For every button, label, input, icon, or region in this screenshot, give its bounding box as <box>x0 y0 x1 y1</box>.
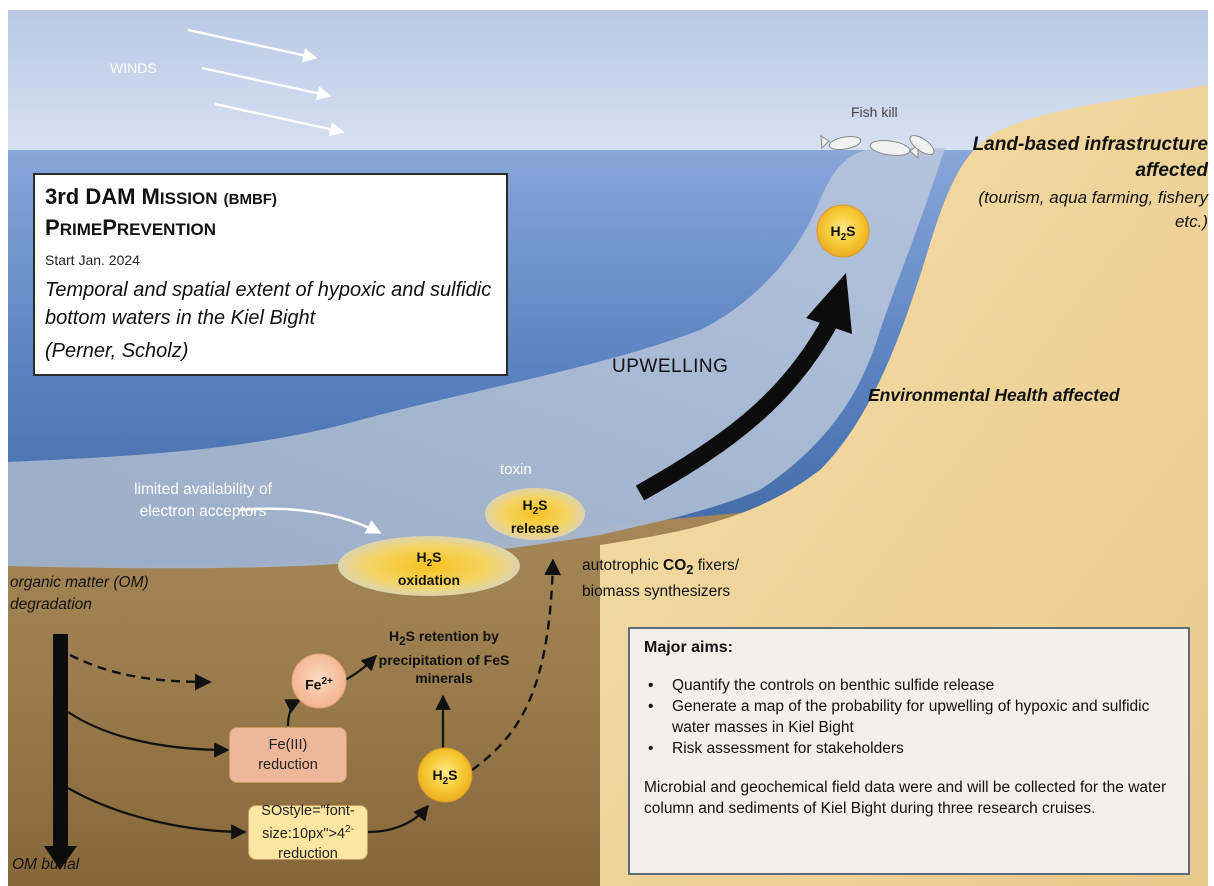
om-burial-label: OM burial <box>12 856 80 873</box>
h2s-sediment-circle <box>417 747 473 803</box>
land-infrastructure-detail: (tourism, aqua farming, fishery etc.) <box>978 188 1208 231</box>
mission-authors: (Perner, Scholz) <box>45 340 189 362</box>
environmental-health-label: Environmental Health affected <box>868 385 1120 405</box>
wind-arrow <box>201 66 332 101</box>
mission-title: 3rd DAM MISSION (BMBF) <box>45 184 277 209</box>
so4-reduction-box: SOstyle="font-size:10px">42- reduction <box>248 803 368 862</box>
aims-note: Microbial and geochemical field data wer… <box>644 779 1167 817</box>
fe2-arrow <box>284 699 302 727</box>
h2s-release-ellipse <box>485 488 585 540</box>
h2s-sediment-label: H2S <box>432 767 458 787</box>
land-infrastructure-title: Land-based infrastructure affected <box>972 134 1208 181</box>
so4-arrow <box>67 787 247 840</box>
h2s-production-arrow <box>367 804 429 834</box>
aims-item: Quantify the controls on benthic sulfide… <box>644 675 1174 696</box>
aims-item: Generate a map of the probability for up… <box>644 696 1174 738</box>
aims-heading: Major aims: <box>644 639 733 656</box>
mission-topic: Temporal and spatial extent of hypoxic a… <box>45 279 492 329</box>
mission-start-date: Start Jan. 2024 <box>45 252 140 268</box>
aims-item: Risk assessment for stakeholders <box>644 738 1174 759</box>
burial-arrow <box>53 634 68 850</box>
h2s-oxidation-ellipse <box>338 536 520 596</box>
acceptor-arrow <box>239 507 382 535</box>
h2s-top-label: H2S <box>830 223 856 243</box>
toxin-label: toxin <box>500 461 532 478</box>
dead-fish-icon <box>820 135 935 160</box>
burial-arrow-head <box>44 846 77 870</box>
autotrophic-label: autotrophic CO2 fixers/ biomass synthesi… <box>582 557 740 601</box>
mission-box: 3rd DAM MISSION (BMBF) PRIMEPREVENTION S… <box>33 173 508 376</box>
winds-label: WINDS <box>110 60 157 76</box>
so4-reduction-label: SOstyle="font-size:10px">42- reduction <box>261 802 355 863</box>
sulfidic-water-layer <box>8 148 945 569</box>
upwelling-arrow-head <box>806 273 852 334</box>
fish-kill-label: Fish kill <box>851 104 898 120</box>
wind-arrow <box>214 102 345 137</box>
limited-acceptors-label: limited availability of electron accepto… <box>134 481 272 520</box>
h2s-retention-label: H2S retention by precipitation of FeS mi… <box>378 628 510 686</box>
fe3-reduction-box: Fe(III)reduction <box>229 727 347 783</box>
aims-list: Quantify the controls on benthic sulfide… <box>644 675 1174 759</box>
h2s-top-circle <box>816 204 870 258</box>
fe3-arrow <box>67 711 230 758</box>
h2s-release-arrow <box>471 558 562 771</box>
upwelling-arrow <box>635 317 838 501</box>
fe2-label: Fe2+ <box>305 676 333 693</box>
fe2-circle <box>291 653 347 709</box>
aims-box: Major aims: Quantify the controls on ben… <box>628 627 1190 875</box>
dashed-flux-arrow <box>69 653 212 691</box>
fe3-reduction-label: Fe(III)reduction <box>258 737 318 773</box>
om-degradation-label: organic matter (OM) degradation <box>10 574 149 613</box>
retention-arrow <box>344 654 378 681</box>
mission-project-name: PRIMEPREVENTION <box>45 215 217 240</box>
upwelling-label: UPWELLING <box>612 356 729 377</box>
wind-arrow <box>187 28 318 63</box>
